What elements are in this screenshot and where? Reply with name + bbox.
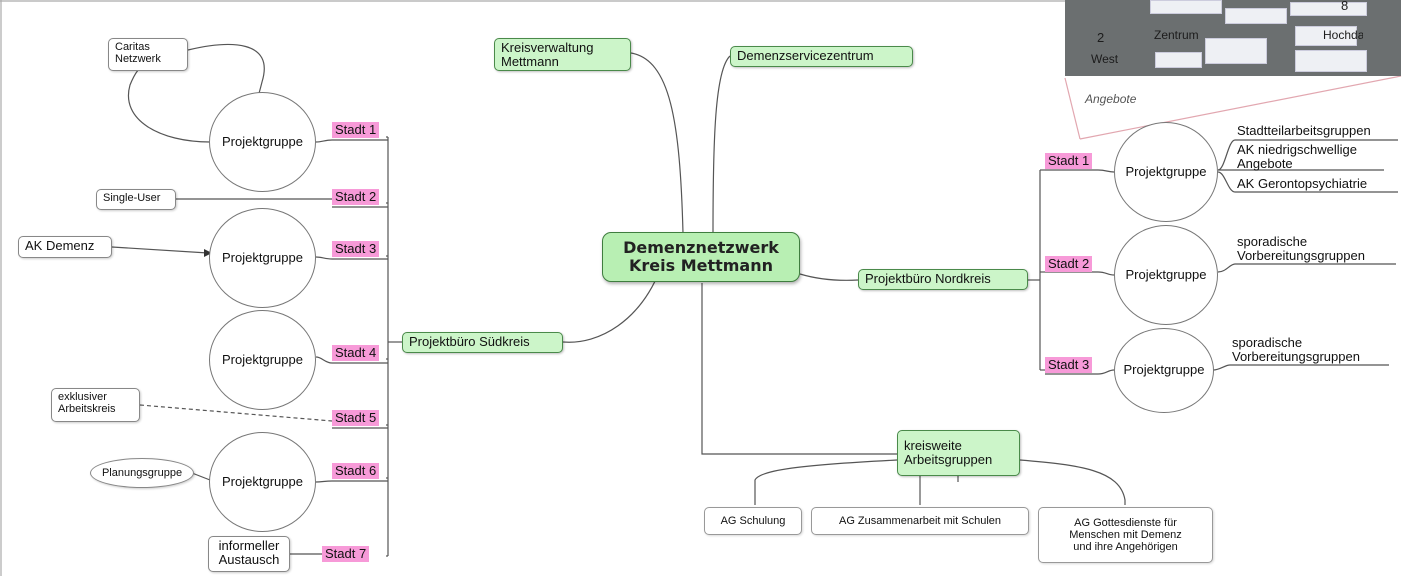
ag-schulung: AG Schulung bbox=[704, 507, 802, 535]
ag-gottesdienste: AG Gottesdienste für Menschen mit Demenz… bbox=[1038, 507, 1213, 563]
sued-stadt-5: Stadt 5 bbox=[332, 410, 380, 427]
ak-demenz-node: AK Demenz bbox=[18, 236, 112, 258]
sued-stadt-3: Stadt 3 bbox=[332, 241, 380, 258]
map-number-2: 2 bbox=[1097, 30, 1105, 45]
sued-stadt-7: Stadt 7 bbox=[322, 546, 370, 563]
ag-zusammenarbeit: AG Zusammenarbeit mit Schulen bbox=[811, 507, 1029, 535]
nord-item-stadt3: sporadische Vorbereitungsgruppen bbox=[1232, 335, 1360, 365]
informell-node: informeller Austausch bbox=[208, 536, 290, 572]
map-number-8: 8 bbox=[1341, 0, 1349, 13]
sued-node: Projektbüro Südkreis bbox=[402, 332, 563, 353]
nord-stadt-1: Stadt 1 bbox=[1045, 153, 1093, 170]
arbeitsgruppen-node: kreisweite Arbeitsgruppen bbox=[897, 430, 1020, 476]
single-user-node: Single-User bbox=[96, 189, 176, 210]
map-word-hochdahl: Hochdahl bbox=[1323, 28, 1363, 42]
nord-item-stadtteil: Stadtteilarbeitsgruppen bbox=[1237, 123, 1371, 138]
nord-stadt-2: Stadt 2 bbox=[1045, 256, 1093, 273]
sued-stadt-1: Stadt 1 bbox=[332, 122, 380, 139]
sued-stadt-6: Stadt 6 bbox=[332, 463, 380, 480]
sued-stadt-4: Stadt 4 bbox=[332, 345, 380, 362]
nord-stadt-3: Stadt 3 bbox=[1045, 357, 1093, 374]
map-photo-inset: 2 8 West Zentrum Hochdahl bbox=[1065, 0, 1401, 76]
exklusiv-node: exklusiver Arbeitskreis bbox=[51, 388, 140, 422]
sued-projektgruppe-4: Projektgruppe bbox=[209, 310, 316, 410]
sued-projektgruppe-6: Projektgruppe bbox=[209, 432, 316, 532]
sued-stadt-2: Stadt 2 bbox=[332, 189, 380, 206]
nord-item-ak-geronto: AK Gerontopsychiatrie bbox=[1237, 176, 1368, 191]
nord-node: Projektbüro Nordkreis bbox=[858, 269, 1028, 290]
map-word-west: West bbox=[1091, 52, 1119, 66]
caritas-node: Caritas Netzwerk bbox=[108, 38, 188, 71]
nord-projektgruppe-2: Projektgruppe bbox=[1114, 225, 1218, 325]
inset-caption: Angebote bbox=[1085, 92, 1137, 106]
map-word-zentrum: Zentrum bbox=[1154, 28, 1199, 42]
kreisverwaltung-node: Kreisverwaltung Mettmann bbox=[494, 38, 631, 71]
nord-projektgruppe-3: Projektgruppe bbox=[1114, 328, 1214, 413]
sued-projektgruppe-1: Projektgruppe bbox=[209, 92, 316, 192]
center-node: Demenznetzwerk Kreis Mettmann bbox=[602, 232, 800, 282]
nord-projektgruppe-1: Projektgruppe bbox=[1114, 122, 1218, 222]
demenzservice-node: Demenzservicezentrum bbox=[730, 46, 913, 67]
nord-item-ak-niedrig: AK niedrigschwellige Angebote bbox=[1237, 142, 1357, 172]
sued-projektgruppe-3: Projektgruppe bbox=[209, 208, 316, 308]
nord-item-stadt2: sporadische Vorbereitungsgruppen bbox=[1237, 234, 1365, 264]
planungsgruppe-node: Planungsgruppe bbox=[90, 458, 194, 488]
